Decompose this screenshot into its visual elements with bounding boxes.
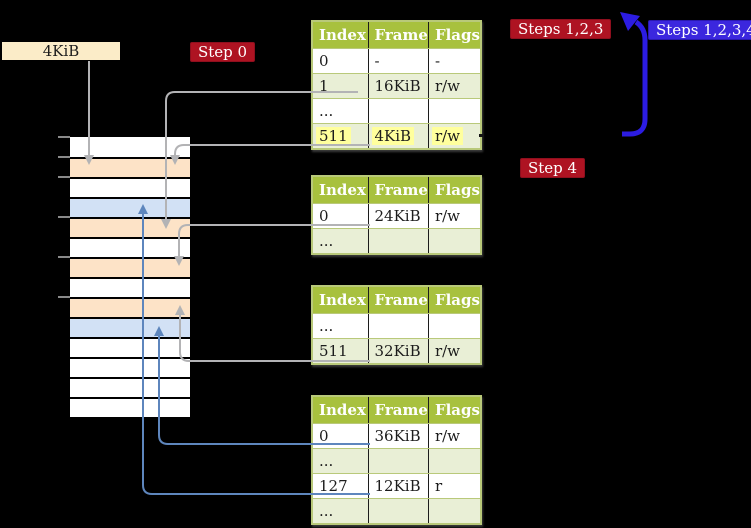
cell-flags <box>428 98 481 124</box>
memory-cell-2 <box>70 177 190 197</box>
table-row: 127 12KiB r <box>312 473 481 499</box>
physical-memory-strip <box>70 137 190 417</box>
memory-cell-3 <box>70 197 190 217</box>
cell-flags <box>428 498 481 524</box>
memory-cell-7 <box>70 277 190 297</box>
cell-frame: 4KiB <box>368 123 429 149</box>
column-header-index: Index <box>312 396 369 424</box>
table-row: 0 36KiB r/w <box>312 423 481 449</box>
cell-index: ... <box>312 498 369 524</box>
column-header-frame: Frame <box>368 286 429 314</box>
table-header-row: Index Frame Flags <box>312 176 481 204</box>
cell-frame <box>368 448 429 474</box>
memory-cell-10 <box>70 337 190 357</box>
cell-frame <box>368 228 429 254</box>
column-header-index: Index <box>312 176 369 204</box>
cell-flags <box>428 448 481 474</box>
step-0-label: Step 0 <box>190 42 256 62</box>
column-header-flags: Flags <box>428 176 481 204</box>
cell-frame: 24KiB <box>368 203 429 229</box>
memory-cell-12 <box>70 377 190 397</box>
column-header-frame: Frame <box>368 176 429 204</box>
cell-frame <box>368 498 429 524</box>
cell-index: ... <box>312 98 369 124</box>
memory-tick-mark <box>58 176 70 178</box>
column-header-frame: Frame <box>368 396 429 424</box>
cell-frame <box>368 313 429 339</box>
table-row: ... <box>312 498 481 524</box>
table-row: ... <box>312 228 481 254</box>
cell-index: 0 <box>312 48 369 74</box>
memory-tick-mark <box>58 256 70 258</box>
table-header-row: Index Frame Flags <box>312 21 481 49</box>
cell-frame <box>368 98 429 124</box>
memory-cell-13 <box>70 397 190 417</box>
page-table-2: Index Frame Flags 0 24KiB r/w ... <box>311 175 482 255</box>
cell-index: ... <box>312 448 369 474</box>
memory-tick-mark <box>58 296 70 298</box>
cell-index: 511 <box>312 338 369 364</box>
cell-index: 511 <box>312 123 369 149</box>
cell-frame: 32KiB <box>368 338 429 364</box>
table-header-row: Index Frame Flags <box>312 286 481 314</box>
memory-cell-0 <box>70 137 190 157</box>
steps-1234-label: Steps 1,2,3,4 <box>648 20 751 40</box>
page-table-4: Index Frame Flags 0 36KiB r/w ... 127 12… <box>311 395 482 525</box>
memory-tick-mark <box>58 136 70 138</box>
memory-tick-mark <box>58 216 70 218</box>
cell-flags: r/w <box>428 423 481 449</box>
column-header-flags: Flags <box>428 21 481 49</box>
table-row: 511 32KiB r/w <box>312 338 481 364</box>
cell-index: 0 <box>312 423 369 449</box>
table-row: 0 24KiB r/w <box>312 203 481 229</box>
cell-index: ... <box>312 313 369 339</box>
memory-cell-11 <box>70 357 190 377</box>
column-header-flags: Flags <box>428 286 481 314</box>
memory-cell-6 <box>70 257 190 277</box>
cell-flags: - <box>428 48 481 74</box>
frame-size-box: 4KiB <box>2 42 120 60</box>
memory-cell-1 <box>70 157 190 177</box>
table-row: 0 - - <box>312 48 481 74</box>
table-row-highlighted: 511 4KiB r/w <box>312 123 481 149</box>
column-header-flags: Flags <box>428 396 481 424</box>
cell-frame: 36KiB <box>368 423 429 449</box>
memory-cell-8 <box>70 297 190 317</box>
memory-cell-4 <box>70 217 190 237</box>
cell-index: 0 <box>312 203 369 229</box>
table-row: ... <box>312 98 481 124</box>
page-table-3: Index Frame Flags ... 511 32KiB r/w <box>311 285 482 365</box>
highlighted-value: r/w <box>431 127 464 145</box>
step-4-label: Step 4 <box>520 158 586 178</box>
cell-frame: 16KiB <box>368 73 429 99</box>
table-row: ... <box>312 313 481 339</box>
column-header-index: Index <box>312 21 369 49</box>
table-row: ... <box>312 448 481 474</box>
page-table-1: Index Frame Flags 0 - - 1 16KiB r/w ... … <box>311 20 482 150</box>
cell-flags: r/w <box>428 338 481 364</box>
highlighted-value: 511 <box>316 127 351 145</box>
steps-123-label: Steps 1,2,3 <box>510 19 612 39</box>
cell-flags: r/w <box>428 73 481 99</box>
highlighted-value: 4KiB <box>371 127 415 145</box>
big-steps-loop-arrow <box>620 12 648 137</box>
table-header-row: Index Frame Flags <box>312 396 481 424</box>
memory-tick-mark <box>58 156 70 158</box>
memory-cell-5 <box>70 237 190 257</box>
cell-flags: r <box>428 473 481 499</box>
cell-flags: r/w <box>428 203 481 229</box>
cell-flags <box>428 313 481 339</box>
column-header-frame: Frame <box>368 21 429 49</box>
cell-index: 127 <box>312 473 369 499</box>
cell-frame: - <box>368 48 429 74</box>
cell-flags <box>428 228 481 254</box>
cell-index: 1 <box>312 73 369 99</box>
cell-index: ... <box>312 228 369 254</box>
cell-flags: r/w <box>428 123 481 149</box>
memory-cell-9 <box>70 317 190 337</box>
cell-frame: 12KiB <box>368 473 429 499</box>
column-header-index: Index <box>312 286 369 314</box>
table-row: 1 16KiB r/w <box>312 73 481 99</box>
